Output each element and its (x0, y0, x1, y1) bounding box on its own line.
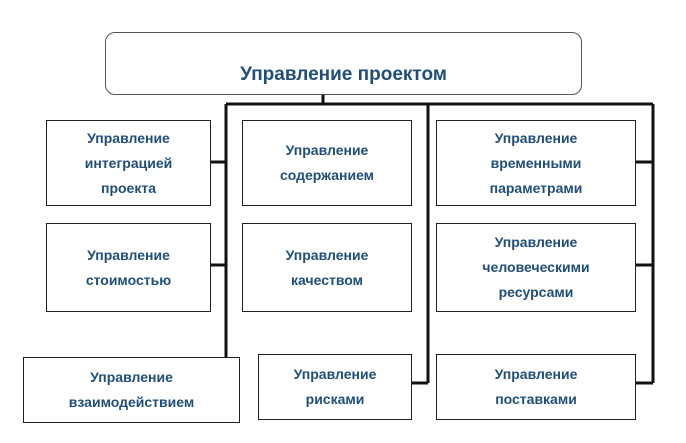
procurement-management-box: Управление поставками (436, 354, 636, 420)
hr-management-box: Управление человеческими ресурсами (436, 223, 636, 312)
project-management-root: Управление проектом (105, 32, 582, 95)
right-branch-line (636, 104, 655, 385)
root-title: Управление проектом (240, 63, 447, 85)
middle-branch-line (412, 104, 430, 385)
risk-management-label: Управление рисками (293, 366, 377, 407)
time-management-label: Управление временными параметрами (489, 129, 583, 196)
cost-management-label: Управление стоимостью (85, 246, 172, 288)
scope-management-label: Управление содержанием (279, 142, 375, 183)
integration-management-label: Управление интеграцией проекта (84, 129, 173, 196)
quality-management-box: Управление качеством (242, 223, 412, 312)
integration-management-box: Управление интеграцией проекта (46, 120, 211, 206)
scope-management-box: Управление содержанием (242, 120, 412, 206)
quality-management-label: Управление качеством (285, 246, 369, 288)
left-branch-line (210, 104, 228, 357)
communications-management-box: Управление взаимодействием (23, 357, 240, 423)
risk-management-box: Управление рисками (258, 354, 412, 420)
procurement-management-label: Управление поставками (494, 366, 578, 407)
top-trunk (226, 95, 653, 106)
cost-management-box: Управление стоимостью (46, 223, 211, 312)
hr-management-label: Управление человеческими ресурсами (482, 234, 590, 300)
time-management-box: Управление временными параметрами (436, 120, 636, 206)
communications-management-label: Управление взаимодействием (68, 369, 195, 410)
